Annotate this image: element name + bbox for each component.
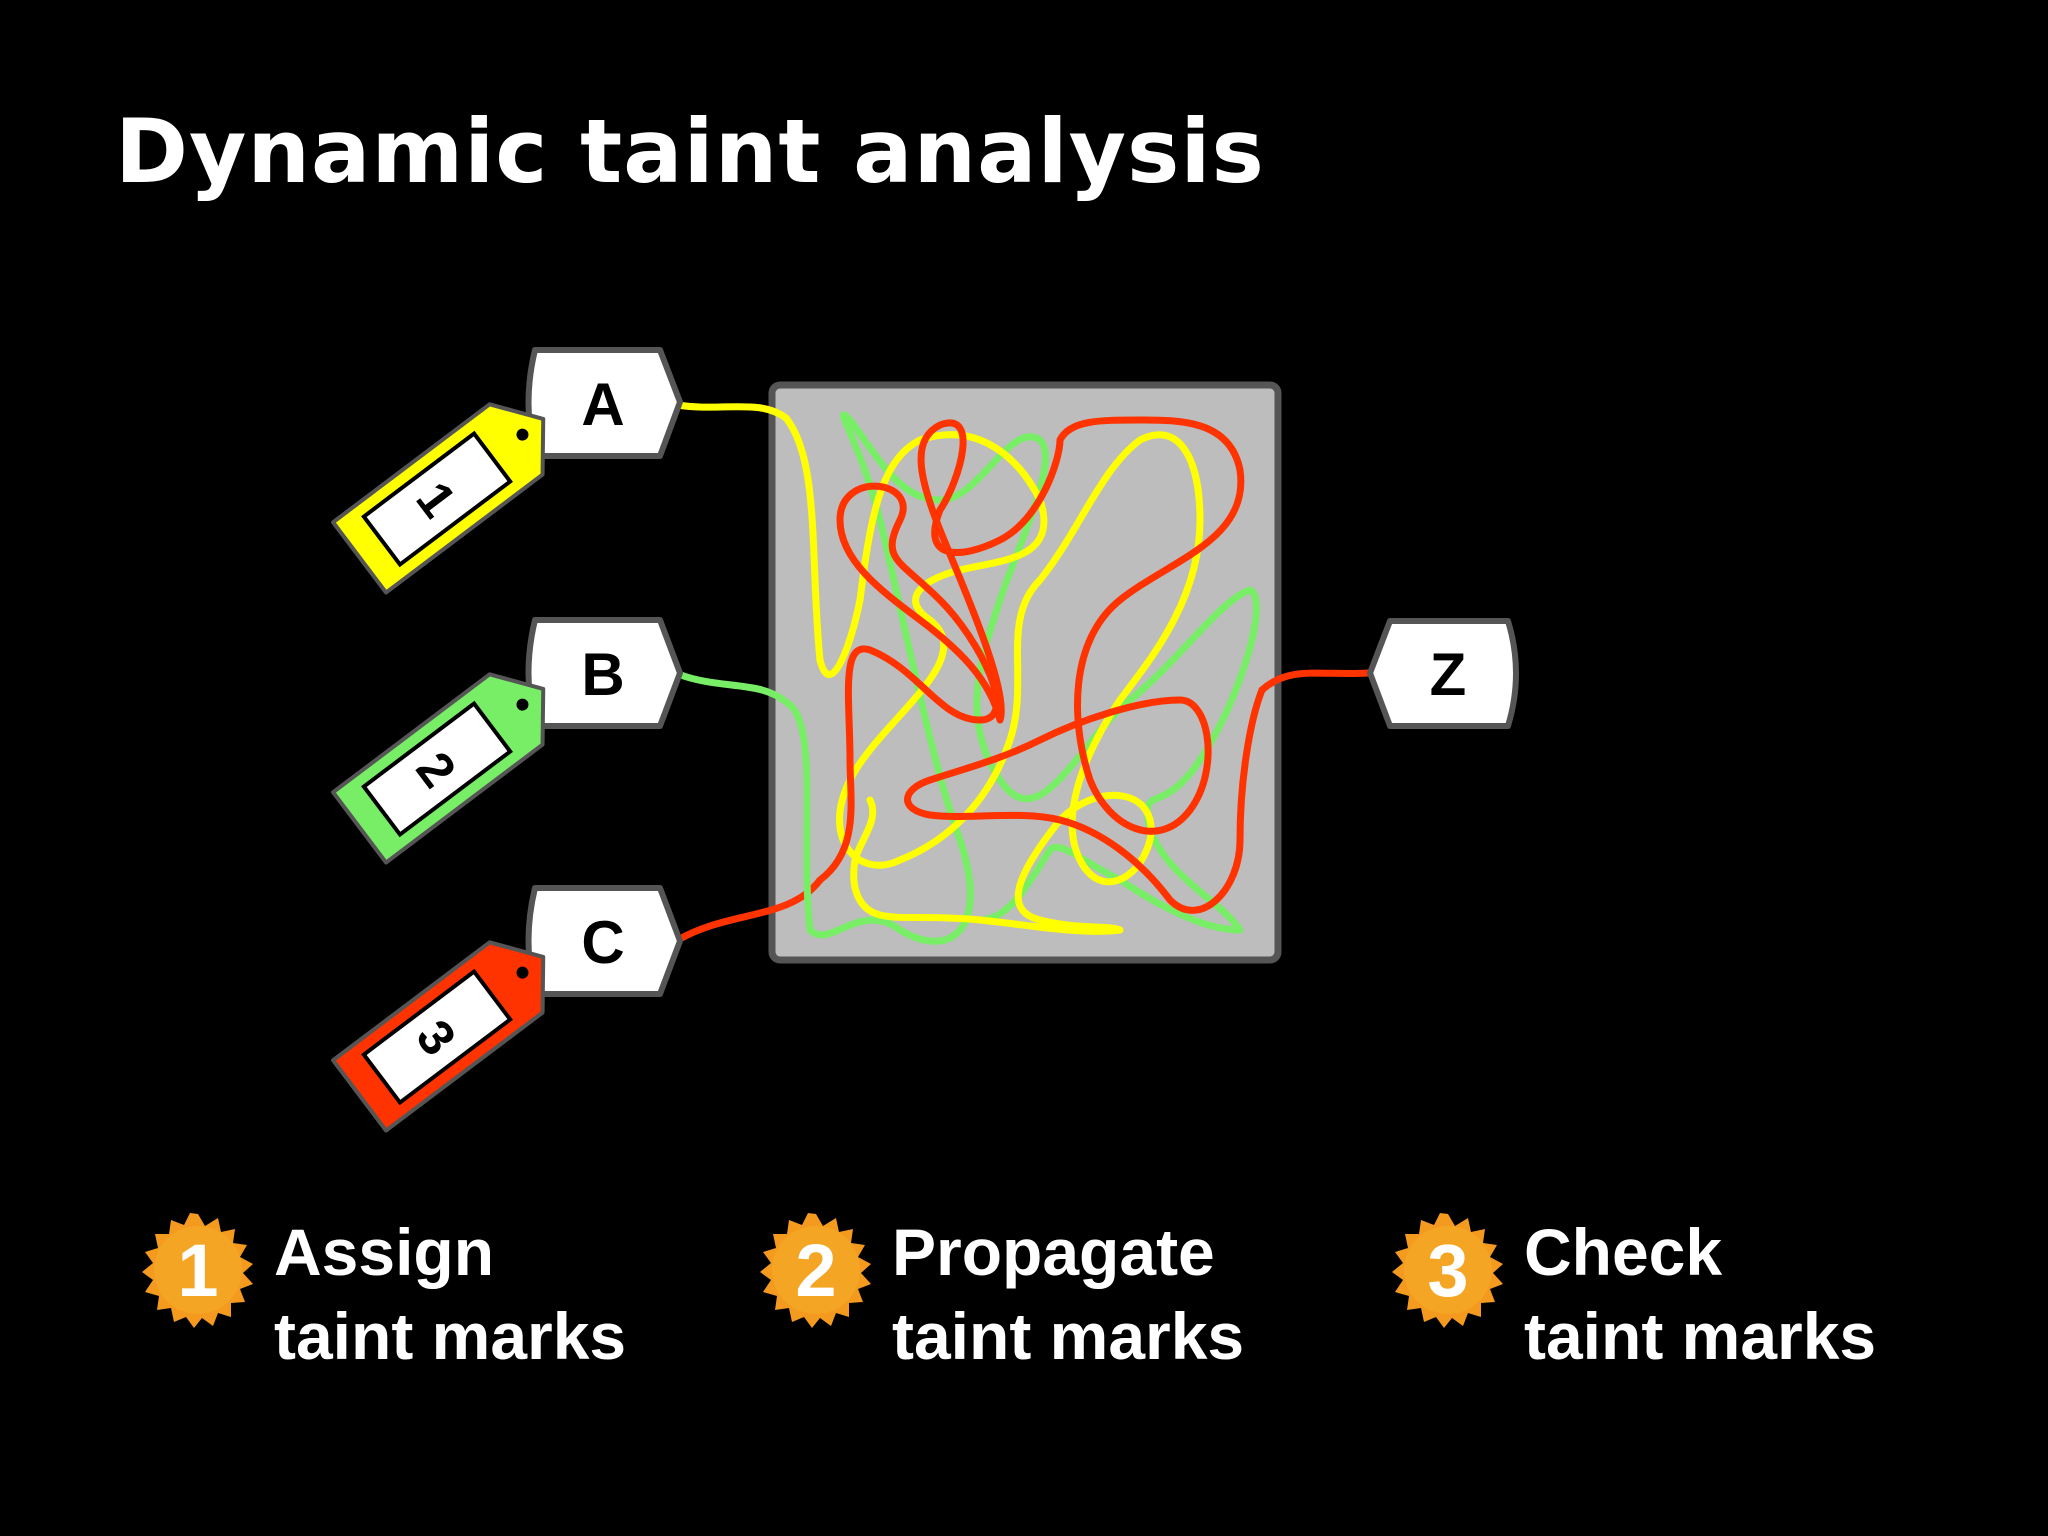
taint-tag-3: 3 bbox=[331, 940, 546, 1133]
port-b: B bbox=[525, 617, 683, 729]
port-b-label: B bbox=[581, 641, 624, 708]
badge-2-icon: 2 bbox=[760, 1213, 871, 1328]
port-a: A bbox=[525, 347, 683, 459]
step-2-text: Propagate taint marks bbox=[892, 1210, 1244, 1378]
step-1-line2: taint marks bbox=[274, 1299, 627, 1373]
flow-red bbox=[816, 416, 1266, 914]
port-c-label: C bbox=[581, 909, 624, 976]
slide-title: Dynamic taint analysis bbox=[115, 100, 1265, 203]
step-2-line2: taint marks bbox=[892, 1299, 1245, 1373]
wire-a bbox=[674, 401, 790, 422]
badge-3-icon: 3 bbox=[1392, 1213, 1503, 1328]
taint-tag-1: 1 bbox=[331, 402, 546, 595]
step-1-text: Assign taint marks bbox=[274, 1210, 626, 1378]
badge-1-number: 1 bbox=[177, 1229, 218, 1312]
badge-1-icon: 1 bbox=[142, 1213, 253, 1328]
port-z: Z bbox=[1367, 618, 1519, 729]
step-2-line1: Propagate bbox=[892, 1215, 1215, 1289]
wire-b bbox=[674, 670, 790, 706]
step-3-line2: taint marks bbox=[1524, 1299, 1877, 1373]
port-a-label: A bbox=[581, 371, 624, 438]
taint-tag-2: 2 bbox=[331, 672, 546, 865]
step-3-line1: Check bbox=[1524, 1215, 1723, 1289]
step-1-line1: Assign bbox=[274, 1215, 495, 1289]
badge-3-number: 3 bbox=[1427, 1229, 1468, 1312]
badge-2-number: 2 bbox=[795, 1229, 836, 1312]
wire-z bbox=[1258, 669, 1372, 694]
port-z-label: Z bbox=[1430, 641, 1467, 708]
port-c: C bbox=[525, 885, 683, 997]
flow-yellow bbox=[782, 414, 1204, 935]
step-3-text: Check taint marks bbox=[1524, 1210, 1876, 1378]
